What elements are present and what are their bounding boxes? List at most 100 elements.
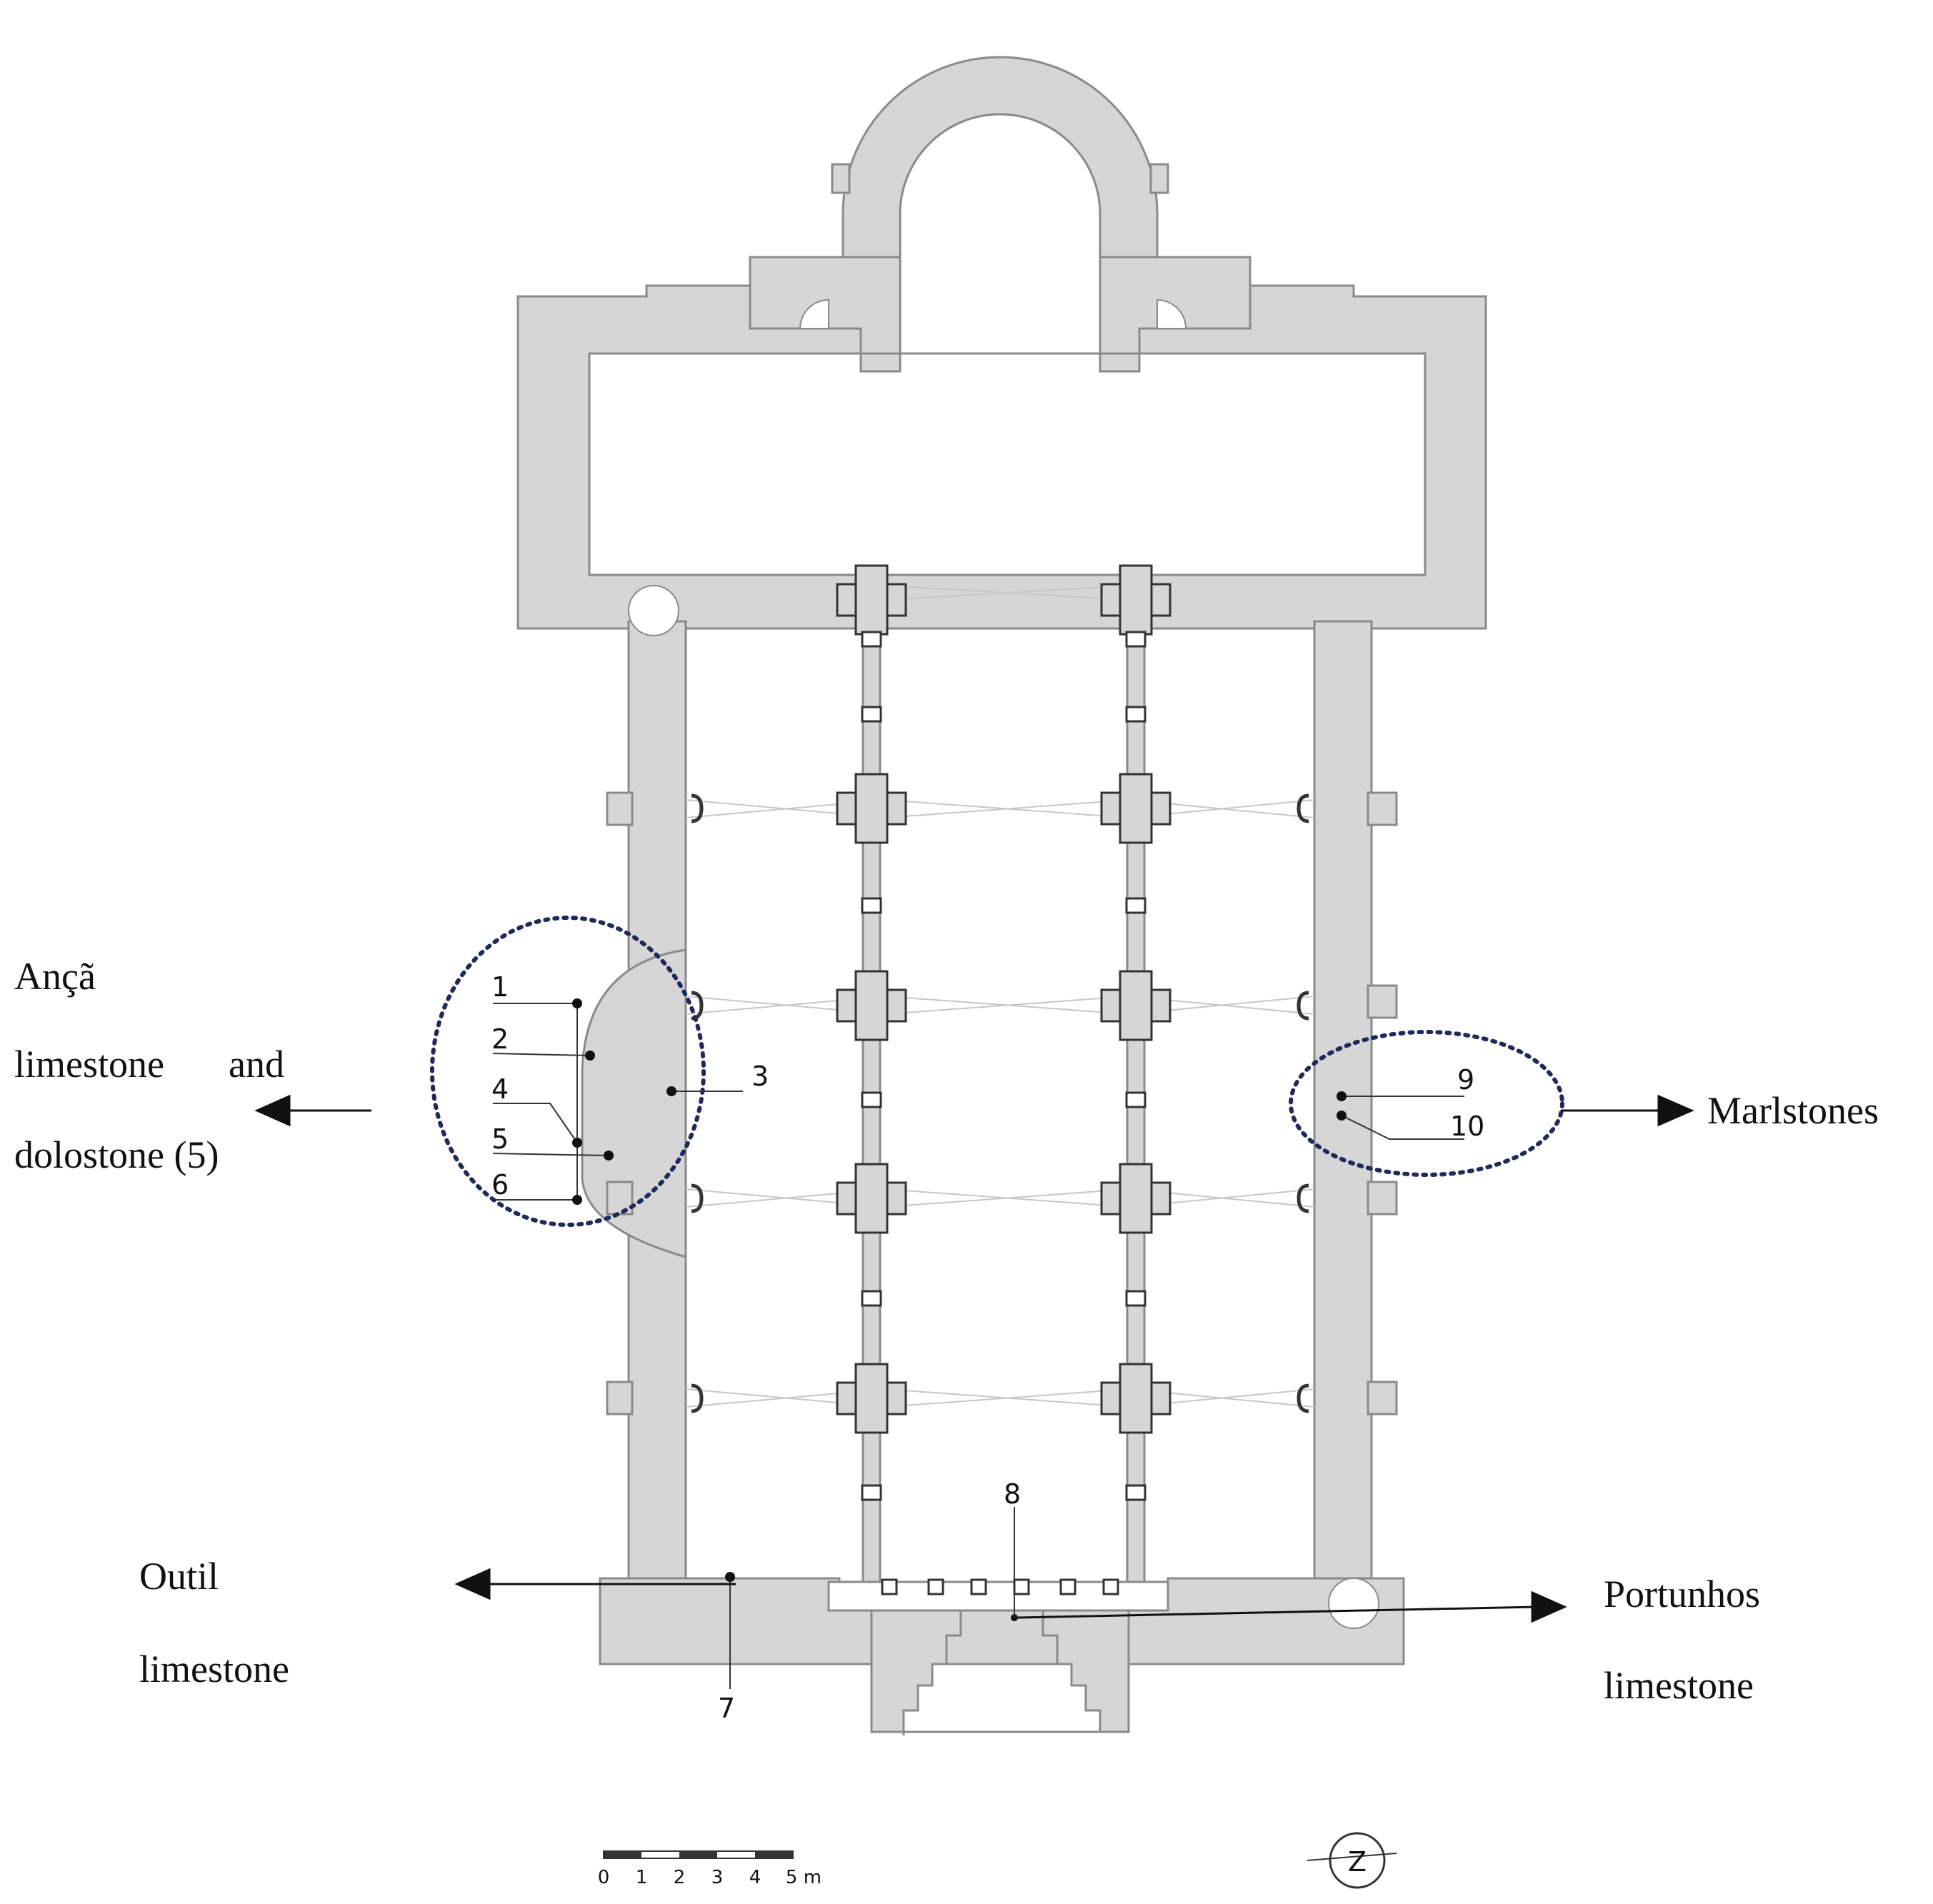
column-pier xyxy=(1125,1091,1147,1108)
label-anca-dolostone: dolostone (5) xyxy=(14,1133,219,1176)
left-buttress xyxy=(606,1181,634,1216)
sample-point-2 xyxy=(585,1051,595,1061)
group-arrows xyxy=(254,1094,1694,1623)
cruciform-pier xyxy=(836,1163,907,1234)
sample-point-9 xyxy=(1337,1091,1347,1101)
sample-labels: 1 2 3 4 5 6 7 8 9 10 xyxy=(491,971,1484,1724)
apse-buttress xyxy=(831,163,851,194)
column-pier xyxy=(861,1091,882,1108)
sample-label-10: 10 xyxy=(1450,1111,1484,1142)
sample-point-4 xyxy=(572,1138,582,1148)
nave-piers xyxy=(836,564,1172,1434)
sample-leaders xyxy=(492,1003,1464,1689)
scale-tick-1: 1 xyxy=(636,1867,648,1888)
apse xyxy=(841,56,1159,280)
arrow-head-outil xyxy=(454,1568,491,1600)
wall-respond xyxy=(691,1383,704,1413)
left-buttress xyxy=(606,1381,634,1416)
right-buttress xyxy=(1367,791,1398,826)
portal-right-jamb xyxy=(1042,1609,1130,1733)
cruciform-pier xyxy=(1100,1363,1172,1434)
arrow-head-left xyxy=(254,1094,291,1127)
wall-respond xyxy=(1297,1183,1309,1213)
sample-label-5: 5 xyxy=(491,1123,509,1155)
column-pier xyxy=(861,706,882,723)
sample-point-7 xyxy=(725,1572,735,1582)
right-buttress xyxy=(1367,1381,1398,1416)
north-arrow-icon: Z xyxy=(1307,1832,1397,1889)
right-buttress xyxy=(1367,984,1398,1019)
left-wall-chapel xyxy=(581,948,687,1258)
scale-tick-4: 4 xyxy=(749,1867,761,1888)
wall-respond xyxy=(1297,1383,1309,1413)
sample-label-2: 2 xyxy=(491,1023,509,1055)
sample-label-9: 9 xyxy=(1457,1064,1474,1096)
wall-respond xyxy=(1297,991,1309,1021)
column-pier xyxy=(861,897,882,914)
building-walls xyxy=(516,56,1487,1735)
cruciform-pier xyxy=(836,970,907,1041)
small-piers xyxy=(691,631,1309,1595)
sample-point-5 xyxy=(604,1151,614,1161)
narthex-column xyxy=(1102,1578,1119,1595)
label-anca-limestone: limestone xyxy=(14,1043,164,1086)
scale-tick-3: 3 xyxy=(711,1867,724,1888)
spiral-stairs xyxy=(628,299,1379,1629)
column-pier xyxy=(861,1484,882,1501)
sample-point-6 xyxy=(572,1195,582,1205)
scale-bar: 0 1 2 3 4 5 m xyxy=(598,1850,821,1888)
wall-respond xyxy=(1297,793,1309,823)
sample-label-7: 7 xyxy=(718,1693,735,1724)
scale-tick-0: 0 xyxy=(598,1867,610,1888)
sample-label-8: 8 xyxy=(1004,1478,1021,1510)
column-pier xyxy=(1125,897,1147,914)
column-pier xyxy=(861,1290,882,1307)
anca-sample-circle xyxy=(430,916,706,1227)
label-anca-and: and xyxy=(229,1043,284,1086)
arrow-head-right xyxy=(1657,1094,1694,1127)
arrow-head-portunhos xyxy=(1531,1590,1567,1623)
cruciform-pier xyxy=(836,564,907,636)
column-pier xyxy=(1125,706,1147,723)
label-marlstones: Marlstones xyxy=(1707,1089,1879,1132)
wall-respond xyxy=(691,1183,704,1213)
column-pier xyxy=(1125,631,1147,648)
narthex-column xyxy=(1013,1578,1030,1595)
cruciform-pier xyxy=(1100,970,1172,1041)
narthex-column xyxy=(970,1578,987,1595)
group-labels: Ançã limestone and dolostone (5) Marlsto… xyxy=(14,955,1879,1707)
transept-frame xyxy=(516,284,1487,630)
stair-top-left xyxy=(799,299,829,329)
sample-point-3 xyxy=(666,1086,676,1096)
sample-label-6: 6 xyxy=(491,1169,509,1201)
sample-point-10 xyxy=(1337,1111,1347,1121)
narthex-column xyxy=(881,1578,898,1595)
sample-label-1: 1 xyxy=(491,971,509,1003)
narthex-column xyxy=(1059,1578,1077,1595)
right-buttress xyxy=(1367,1181,1398,1216)
wall-respond xyxy=(691,793,704,823)
label-outil-limestone: limestone xyxy=(139,1648,289,1690)
vault-ribs xyxy=(685,585,1315,1408)
cruciform-pier xyxy=(1100,1163,1172,1234)
stair-facade-right xyxy=(1328,1578,1379,1629)
sample-point-1 xyxy=(572,998,582,1008)
north-arrow-letter: Z xyxy=(1348,1846,1367,1878)
label-portunhos: Portunhos xyxy=(1604,1573,1760,1615)
cruciform-pier xyxy=(836,1363,907,1434)
sample-label-4: 4 xyxy=(491,1073,509,1105)
sample-label-3: 3 xyxy=(751,1061,769,1092)
column-pier xyxy=(861,631,882,648)
cruciform-pier xyxy=(1100,564,1172,636)
label-anca: Ançã xyxy=(14,955,96,998)
portal-left-jamb xyxy=(870,1609,962,1735)
scale-tick-2: 2 xyxy=(674,1867,686,1888)
cruciform-pier xyxy=(1100,773,1172,844)
right-aisle-wall xyxy=(1313,620,1373,1583)
scale-tick-5: 5 m xyxy=(786,1867,821,1888)
cruciform-pier xyxy=(836,773,907,844)
left-buttress xyxy=(606,791,634,826)
marlstone-sample-circle xyxy=(1289,1030,1564,1177)
label-portunhos-limestone: limestone xyxy=(1604,1664,1754,1707)
sample-points xyxy=(572,998,1347,1621)
